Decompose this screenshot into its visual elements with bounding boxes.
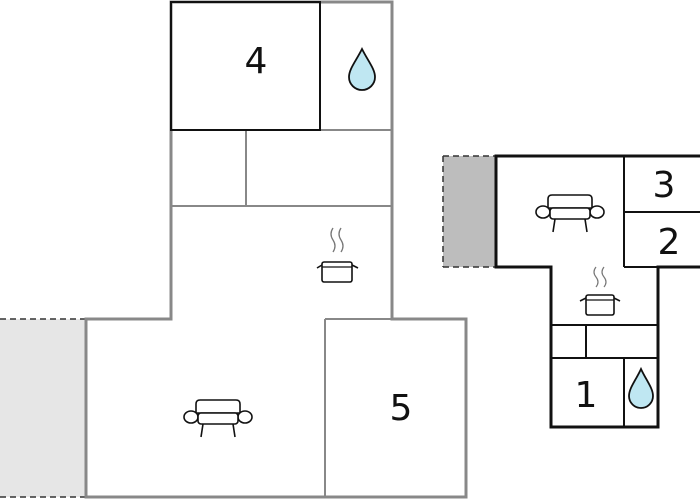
terrace-left (0, 319, 86, 497)
room-number-3: 3 (653, 165, 676, 206)
room-number-1: 1 (575, 375, 598, 416)
left-outer-wall (84, 0, 468, 499)
right-outer-wall (494, 154, 700, 429)
terrace-right-dashed-edge (442, 155, 496, 268)
right-interior-walls (551, 156, 700, 427)
water-drop-icon (628, 366, 654, 409)
room-number-2: 2 (658, 222, 681, 263)
sofa-icon (183, 399, 253, 438)
room-4-wall (170, 1, 321, 131)
water-drop-icon (348, 46, 376, 91)
terrace-left-dashed-edge (0, 318, 86, 498)
sofa-icon (535, 194, 605, 233)
room-number-4: 4 (245, 41, 268, 82)
terrace-right (443, 156, 496, 267)
cooking-pot-icon (579, 266, 621, 316)
left-building: 4 5 (0, 0, 468, 499)
cooking-pot-icon (316, 227, 359, 283)
right-building: 3 2 1 (442, 154, 700, 429)
room-number-5: 5 (390, 388, 413, 429)
